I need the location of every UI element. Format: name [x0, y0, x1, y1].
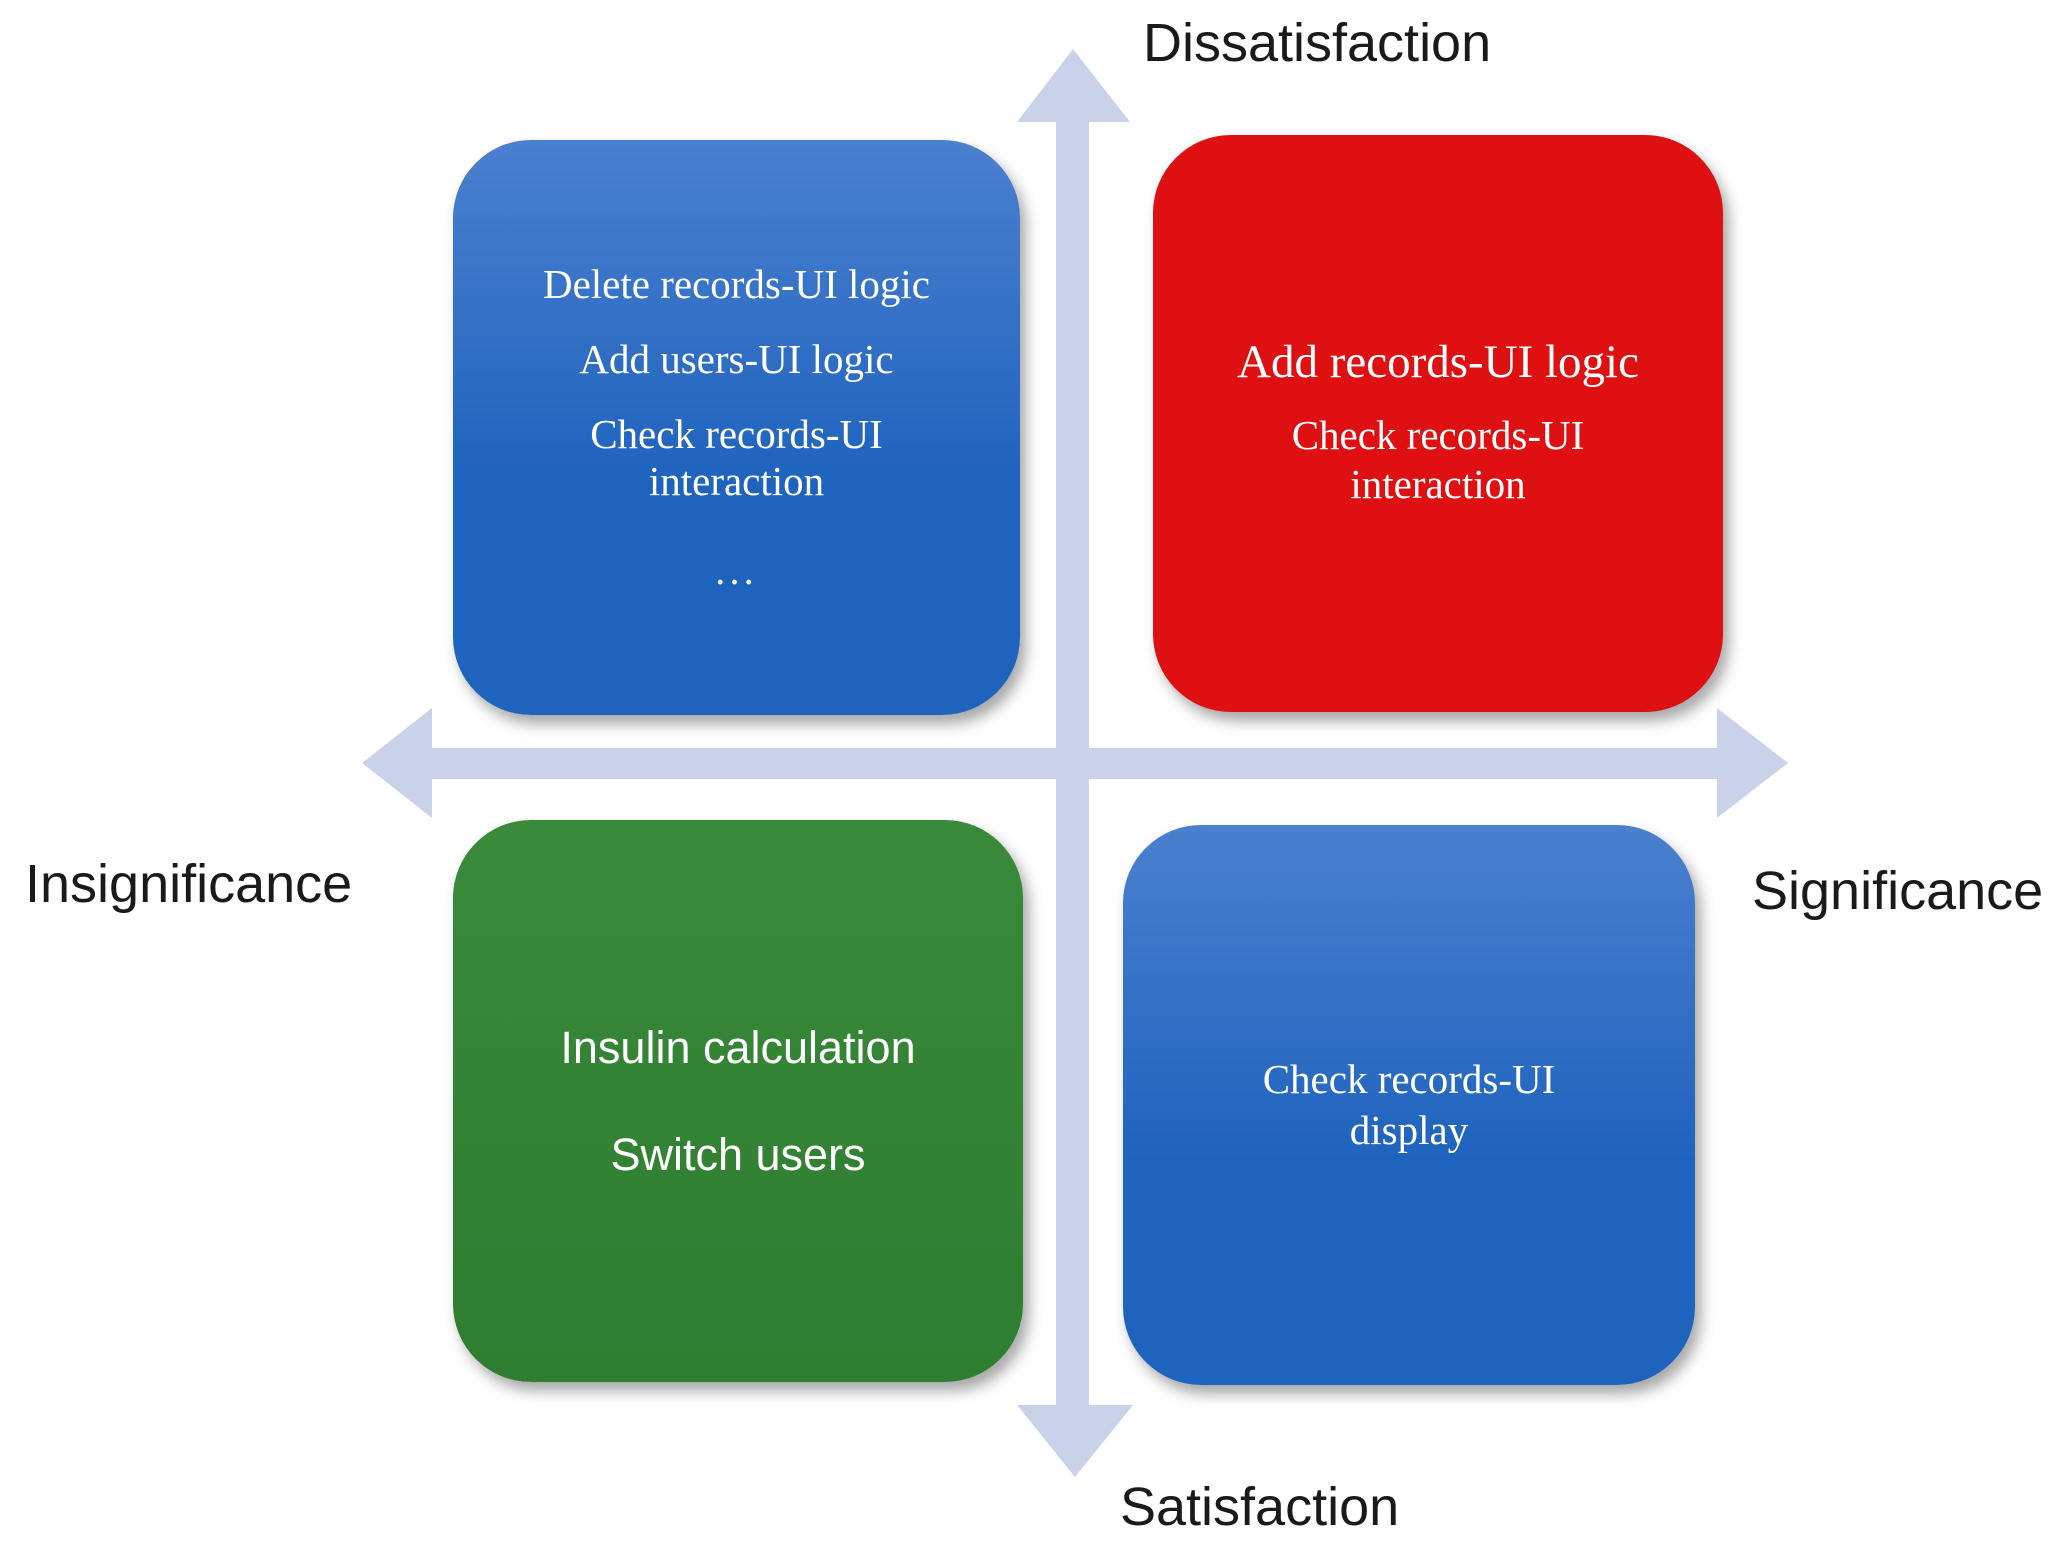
quadrant-bottom-left-box: Insulin calculation Switch users	[453, 820, 1023, 1382]
horizontal-axis-arrow	[362, 708, 1788, 818]
quadrant-item: Insulin calculation	[560, 1021, 916, 1073]
quadrant-item: Switch users	[610, 1128, 866, 1180]
quadrant-item: Check records-UI interaction	[1291, 412, 1585, 508]
axis-label-significance: Significance	[1752, 861, 2044, 921]
quadrant-top-right-box: Add records-UI logic Check records-UI in…	[1153, 135, 1723, 712]
quadrant-item: Check records-UI interaction	[590, 410, 883, 505]
quadrant-item-ellipsis: ...	[715, 547, 758, 594]
quadrant-item: Add users-UI logic	[579, 335, 894, 382]
vertical-axis-arrow	[1017, 49, 1133, 1477]
quadrant-item: Add records-UI logic	[1237, 336, 1639, 389]
quadrant-item: Check records-UI display	[1262, 1055, 1556, 1153]
axis-label-insignificance: Insignificance	[25, 854, 353, 914]
axis-label-satisfaction: Satisfaction	[1120, 1477, 1400, 1537]
axis-label-dissatisfaction: Dissatisfaction	[1143, 13, 1492, 73]
quadrant-top-left-box: Delete records-UI logic Add users-UI log…	[453, 140, 1020, 715]
quadrant-item: Delete records-UI logic	[542, 260, 931, 307]
quadrant-bottom-right-box: Check records-UI display	[1123, 825, 1695, 1385]
